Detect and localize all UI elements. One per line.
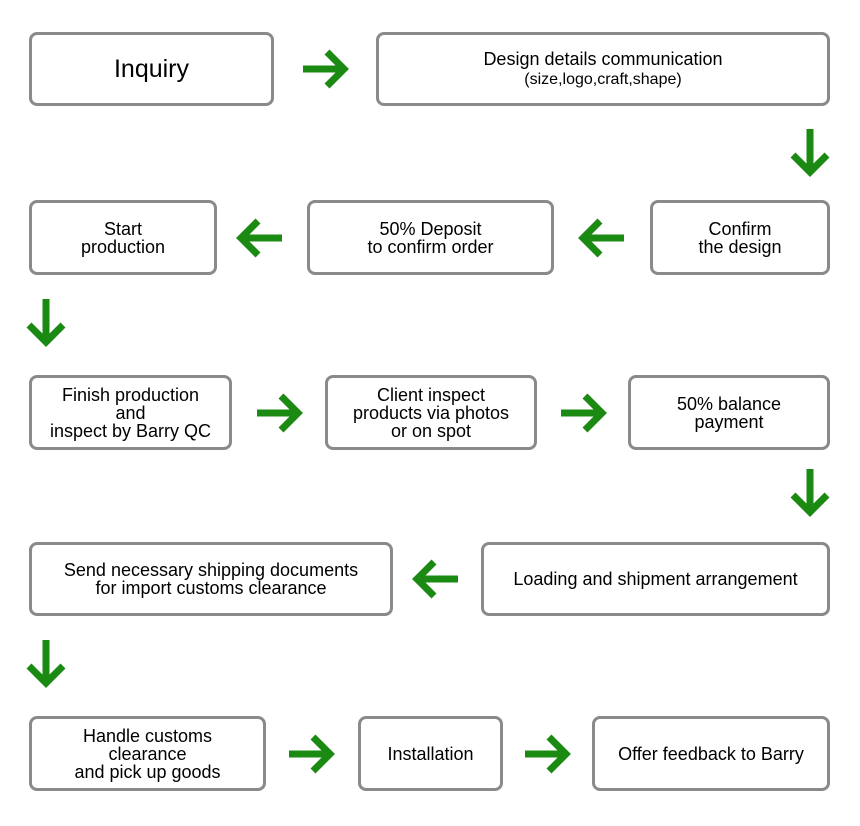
step-loading-shipment: Loading and shipment arrangement bbox=[481, 542, 830, 616]
step-design-details: Design details communication (size,logo,… bbox=[376, 32, 830, 106]
step-confirm-design: Confirm the design bbox=[650, 200, 830, 275]
step-start-production-line1: Start bbox=[103, 218, 142, 239]
arrow-client-to-balance bbox=[555, 385, 611, 441]
step-balance-payment-line1: 50% balance bbox=[676, 393, 782, 414]
step-confirm-design-line2: the design bbox=[698, 236, 782, 257]
arrow-finish-to-client bbox=[251, 385, 307, 441]
step-handle-customs-line3: and pick up goods bbox=[74, 761, 221, 782]
arrow-left-icon bbox=[578, 218, 624, 258]
arrow-right-icon bbox=[561, 393, 607, 433]
arrow-down-icon bbox=[790, 129, 830, 177]
step-start-production-line2: production bbox=[80, 236, 166, 257]
step-inquiry-label: Inquiry bbox=[113, 55, 190, 83]
arrow-confirm-to-deposit bbox=[574, 210, 630, 266]
step-shipping-documents-line2: for import customs clearance bbox=[95, 578, 327, 598]
arrow-inquiry-to-design bbox=[297, 41, 353, 97]
arrow-balance-to-loading bbox=[782, 465, 838, 521]
step-handle-customs-line2: clearance bbox=[108, 743, 187, 764]
arrow-loading-to-docs bbox=[408, 551, 464, 607]
step-finish-production: Finish production and inspect by Barry Q… bbox=[29, 375, 232, 450]
step-finish-production-line1: Finish production bbox=[61, 384, 200, 405]
arrow-down-icon bbox=[26, 640, 66, 688]
step-finish-production-line2: and bbox=[115, 402, 146, 423]
arrow-left-icon bbox=[236, 218, 282, 258]
step-shipping-documents: Send necessary shipping documents for im… bbox=[29, 542, 393, 616]
step-inquiry: Inquiry bbox=[29, 32, 274, 106]
arrow-down-icon bbox=[26, 299, 66, 347]
step-loading-shipment-label: Loading and shipment arrangement bbox=[513, 569, 798, 589]
step-client-inspect-line3: or on spot bbox=[390, 420, 472, 441]
step-client-inspect: Client inspect products via photos or on… bbox=[325, 375, 537, 450]
step-client-inspect-line1: Client inspect bbox=[376, 384, 486, 405]
arrow-install-to-feedback bbox=[519, 726, 575, 782]
step-confirm-design-line1: Confirm bbox=[708, 218, 772, 239]
arrow-right-icon bbox=[303, 49, 349, 89]
arrow-down-icon bbox=[790, 469, 830, 517]
step-offer-feedback-label: Offer feedback to Barry bbox=[618, 743, 804, 764]
arrow-design-to-confirm bbox=[782, 125, 838, 181]
arrow-left-icon bbox=[412, 559, 458, 599]
step-handle-customs-line1: Handle customs bbox=[82, 725, 213, 746]
arrow-customs-to-install bbox=[283, 726, 339, 782]
step-installation: Installation bbox=[358, 716, 503, 791]
step-handle-customs: Handle customs clearance and pick up goo… bbox=[29, 716, 266, 791]
step-deposit-line2: to confirm order bbox=[367, 236, 494, 257]
step-installation-label: Installation bbox=[387, 743, 474, 764]
step-design-details-sublabel: (size,logo,craft,shape) bbox=[524, 71, 682, 88]
step-client-inspect-line2: products via photos bbox=[352, 402, 510, 423]
arrow-right-icon bbox=[525, 734, 571, 774]
arrow-deposit-to-start bbox=[232, 210, 288, 266]
step-finish-production-line3: inspect by Barry QC bbox=[49, 420, 212, 441]
step-design-details-label: Design details communication bbox=[483, 49, 723, 69]
step-balance-payment-line2: payment bbox=[694, 411, 764, 432]
step-start-production: Start production bbox=[29, 200, 217, 275]
step-balance-payment: 50% balance payment bbox=[628, 375, 830, 450]
step-shipping-documents-line1: Send necessary shipping documents bbox=[63, 560, 359, 580]
step-deposit-line1: 50% Deposit bbox=[379, 218, 482, 239]
arrow-docs-to-customs bbox=[18, 636, 74, 692]
step-deposit: 50% Deposit to confirm order bbox=[307, 200, 554, 275]
arrow-right-icon bbox=[257, 393, 303, 433]
arrow-start-to-finish bbox=[18, 295, 74, 351]
step-offer-feedback: Offer feedback to Barry bbox=[592, 716, 830, 791]
arrow-right-icon bbox=[289, 734, 335, 774]
